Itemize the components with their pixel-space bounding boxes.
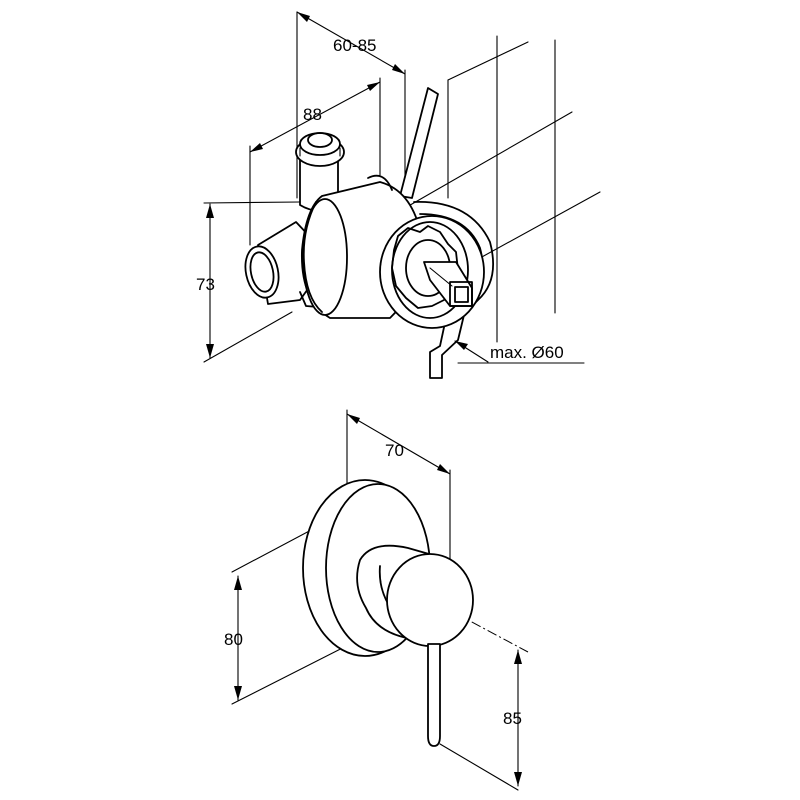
dimension-label-88: 88 — [303, 105, 322, 124]
dimension-label-73: 73 — [196, 275, 215, 294]
spindle — [423, 261, 473, 307]
dimension-body-depth: 88 — [249, 81, 381, 153]
center-axis — [439, 604, 529, 653]
outlet-connector — [295, 132, 345, 212]
extension-lines — [203, 11, 601, 364]
dimension-lever-length: 85 — [503, 649, 522, 787]
dimension-label-60-85: 60-85 — [333, 36, 376, 55]
handle-lever — [427, 643, 441, 747]
dimension-label-80: 80 — [224, 630, 243, 649]
handle-body — [356, 544, 474, 647]
dimension-rosette-depth: 70 — [346, 413, 451, 475]
dimension-max-diameter: max. Ø60 — [454, 340, 564, 363]
dimension-label-70: 70 — [385, 441, 404, 460]
dimension-box-width: 60-85 — [296, 11, 406, 75]
dimension-label-max-diameter: max. Ø60 — [490, 343, 564, 362]
dimension-body-height: 73 — [196, 203, 215, 359]
trim-view: 70 80 85 — [224, 409, 529, 791]
dimension-label-85: 85 — [503, 709, 522, 728]
dimension-rosette-height: 80 — [224, 575, 243, 701]
valve-body-view: 60-85 88 73 max. Ø60 — [196, 11, 601, 379]
